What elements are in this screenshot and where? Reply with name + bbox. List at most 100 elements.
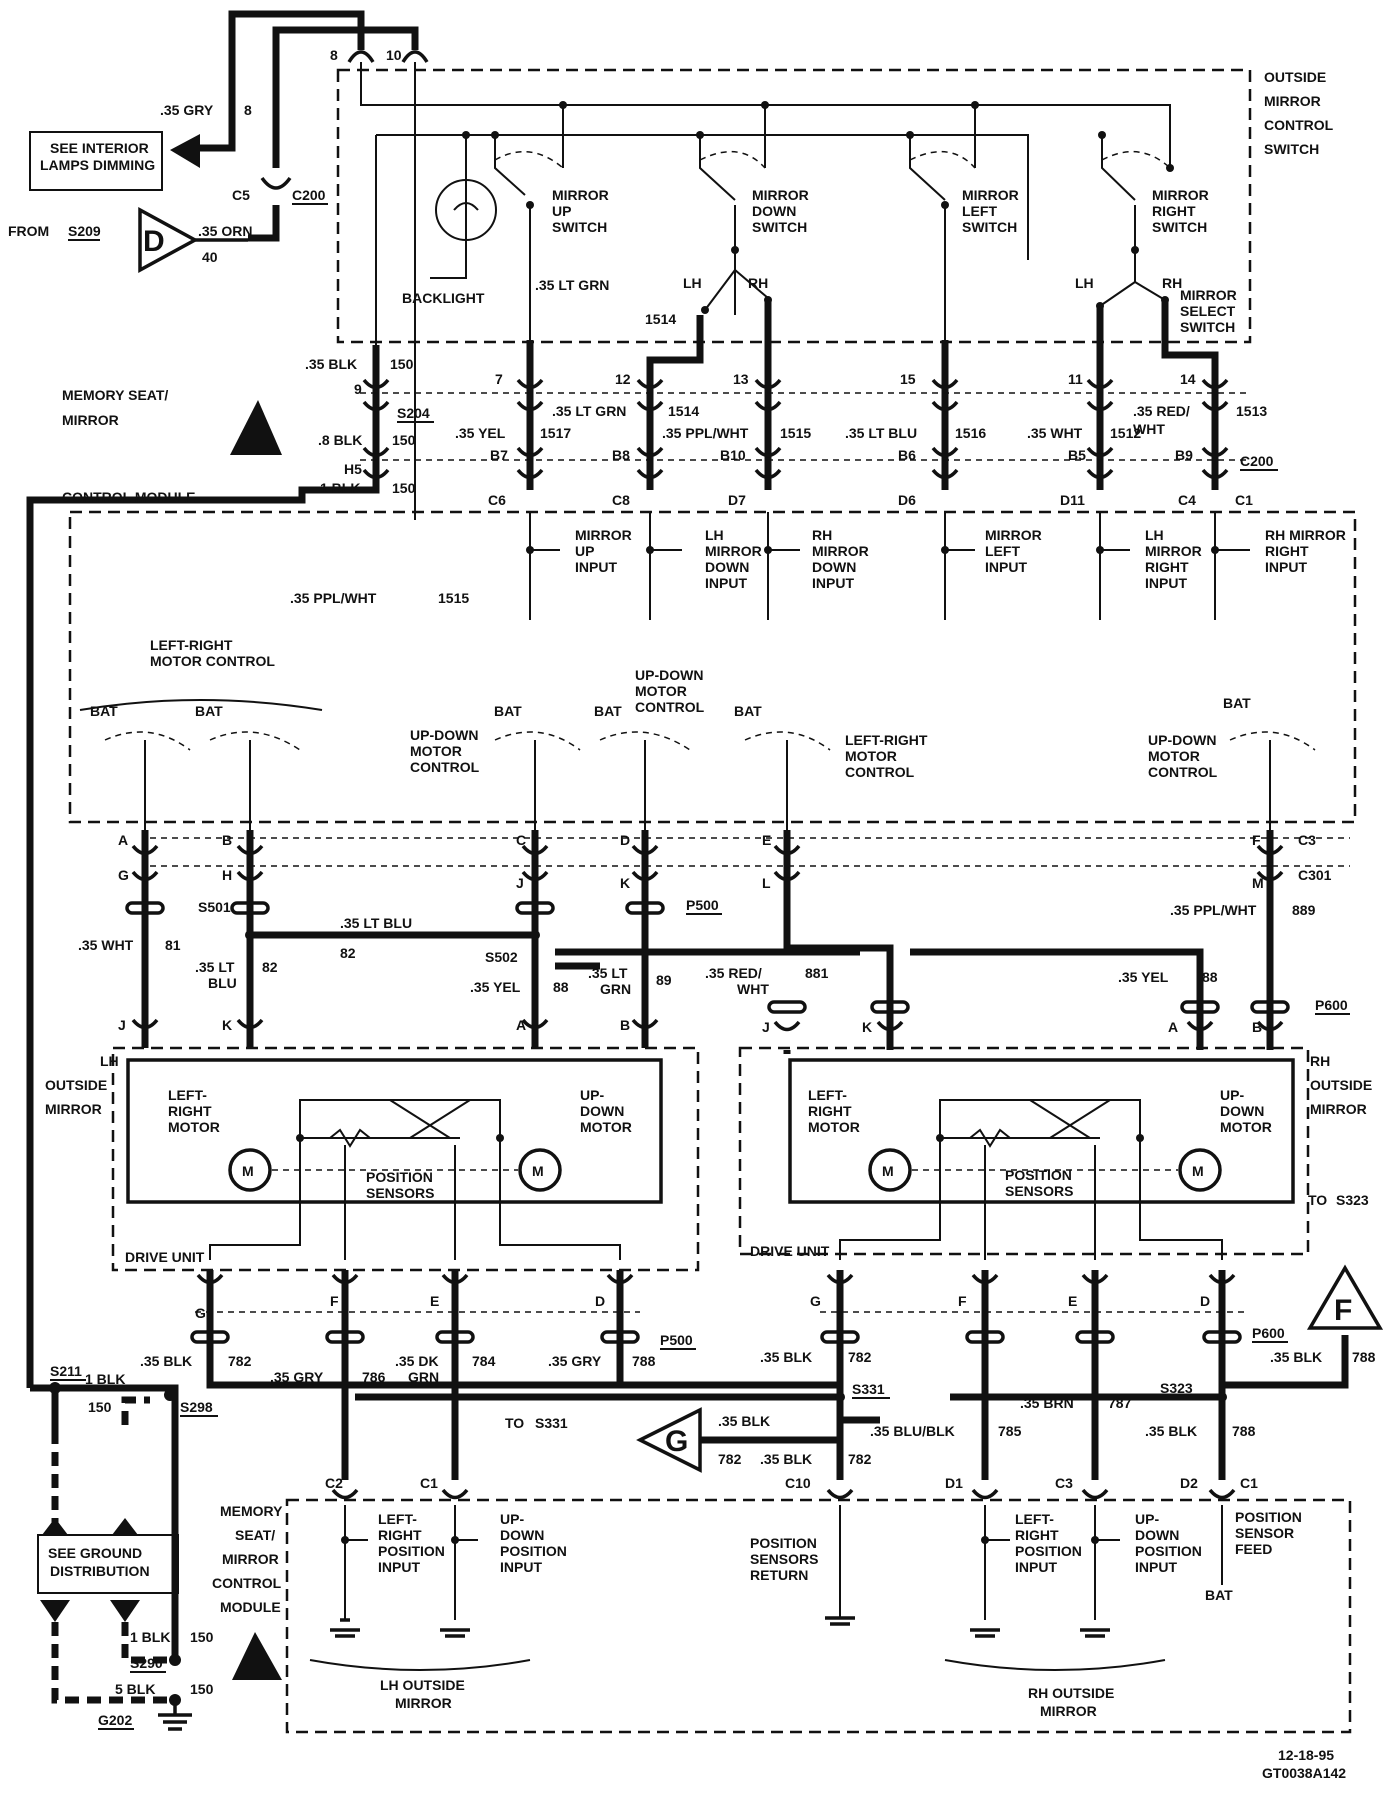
d-connector-triangle (138, 207, 199, 273)
input-rhdown-l1: RH (812, 527, 832, 543)
mid-wires: A B C D E F C3 G H J K L M C301 P500 .35… (78, 830, 1350, 1054)
ground-blk1: 1 BLK (85, 1371, 125, 1387)
mid-pin-g: G (118, 867, 129, 883)
bot-title-l4: CONTROL (212, 1575, 282, 1591)
lh-low-pin-e: E (430, 1293, 439, 1309)
lh-ud-m: M (532, 1163, 544, 1179)
low-to: TO (505, 1415, 524, 1431)
lh-low-pin-d: D (595, 1293, 605, 1309)
c5-label: C5 (232, 187, 250, 203)
low-788c: 788 (1232, 1423, 1256, 1439)
backlight-lamp (435, 179, 497, 241)
redwht-l2: WHT (1133, 421, 1165, 437)
down-switch-l1: MIRROR (752, 187, 809, 203)
lh-sensors-l1: POSITION (366, 1169, 433, 1185)
bot-rh-lr-l1: LEFT- (1015, 1511, 1054, 1527)
mid-yel: .35 YEL (470, 979, 521, 995)
lh-lr-motor-l3: MOTOR (168, 1119, 220, 1135)
mid-889: 889 (1292, 902, 1316, 918)
select-switch-l2: SELECT (1180, 303, 1236, 319)
redwht-l1: .35 RED/ (1133, 403, 1190, 419)
lr-control-b-l1: LEFT-RIGHT (845, 732, 928, 748)
lower-connectors (190, 1273, 1242, 1500)
low-786: 786 (362, 1369, 386, 1385)
bot-title-l1: MEMORY (220, 1503, 283, 1519)
c4: C4 (1178, 492, 1196, 508)
pin12: 12 (615, 371, 631, 387)
c40-label: 40 (202, 249, 218, 265)
low-gry: .35 GRY (270, 1369, 324, 1385)
switch-title-l4: SWITCH (1264, 141, 1319, 157)
c6: C6 (488, 492, 506, 508)
input-up-l3: INPUT (575, 559, 617, 575)
lh-pin-j: J (118, 1017, 126, 1033)
module-c1515: 1515 (438, 590, 469, 606)
lower-wires: G F E D P500 G F E D P600 .35 BLK 782 .3… (140, 1264, 1384, 1500)
b6: B6 (898, 447, 916, 463)
mid-pin-f: F (1252, 832, 1261, 848)
gry-wire-label: .35 GRY (160, 102, 214, 118)
bat-2: BAT (195, 703, 223, 719)
input-lhdown-l3: DOWN (705, 559, 749, 575)
low-blubk: .35 BLU/BLK (870, 1423, 955, 1439)
mid-81: 81 (165, 937, 181, 953)
g-connector-label: G (665, 1425, 688, 1458)
ud-control-a-l3: CONTROL (410, 759, 480, 775)
c1-label: C1 (1235, 492, 1253, 508)
bot-rh-lr-l3: POSITION (1015, 1543, 1082, 1559)
low-782c: 782 (718, 1451, 742, 1467)
c150b-label: 150 (392, 432, 416, 448)
lr-control-b-l3: CONTROL (845, 764, 915, 780)
ground-g202: G202 (98, 1712, 132, 1728)
lr-control-l1b: MOTOR CONTROL (150, 653, 275, 669)
lh-lr-m: M (242, 1163, 254, 1179)
bot-rh-ud-l2: DOWN (1135, 1527, 1179, 1543)
ud-control-a-l1: UP-DOWN (410, 727, 478, 743)
rh-sensors-l2: SENSORS (1005, 1183, 1073, 1199)
backlight-label: BACKLIGHT (402, 290, 485, 306)
orn-wire-label: .35 ORN (198, 223, 252, 239)
bot-return-l2: SENSORS (750, 1551, 818, 1567)
low-dkgrn-l2: GRN (408, 1369, 439, 1385)
input-left-l3: INPUT (985, 559, 1027, 575)
pin8-label: 8 (244, 102, 252, 118)
bot-lh-ud-l2: DOWN (500, 1527, 544, 1543)
down-switch-l3: SWITCH (752, 219, 807, 235)
bot-lh-lr-l1: LEFT- (378, 1511, 417, 1527)
lh-title-l2: OUTSIDE (45, 1077, 107, 1093)
rh-low-pin-f: F (958, 1293, 967, 1309)
rh-pin-k: K (862, 1019, 872, 1035)
lh-pin-k: K (222, 1017, 232, 1033)
lh-ud-motor-icon (518, 1148, 562, 1192)
low-788: 788 (632, 1353, 656, 1369)
ltblu-label: .35 LT BLU (845, 425, 917, 441)
mid-881: 881 (805, 965, 829, 981)
mid-pin-k: K (620, 875, 630, 891)
module-lower-border (285, 1498, 1352, 1734)
rh-drive-unit: DRIVE UNIT (750, 1243, 830, 1259)
mid-ltblu: .35 LT BLU (340, 915, 412, 931)
lr-control-b-l2: MOTOR (845, 748, 897, 764)
bat-5: BAT (734, 703, 762, 719)
bot-c1: C1 (1240, 1475, 1258, 1491)
bat-3: BAT (494, 703, 522, 719)
ud-control-b-l2: MOTOR (635, 683, 687, 699)
rh-lr-motor-icon (868, 1148, 912, 1192)
low-blk3: .35 BLK (1270, 1349, 1322, 1365)
lh-ud-motor-l1: UP- (580, 1087, 604, 1103)
mid-82: 82 (340, 945, 356, 961)
bot-rh-lr-l2: RIGHT (1015, 1527, 1059, 1543)
mid-s501: S501 (198, 899, 231, 915)
b9: B9 (1175, 447, 1193, 463)
lh-mirror-border (111, 1046, 700, 1272)
ground-blk5: 5 BLK (115, 1681, 155, 1697)
ground-s290: S290 (130, 1655, 163, 1671)
bot-lh-ud-l3: POSITION (500, 1543, 567, 1559)
input-rhdown-l4: INPUT (812, 575, 854, 591)
rh-title-l1: RH (1310, 1053, 1330, 1069)
bot-return-l1: POSITION (750, 1535, 817, 1551)
lh-lr-motor-l1: LEFT- (168, 1087, 207, 1103)
lh-title-l1: LH (100, 1053, 119, 1069)
ground-c150b: 150 (190, 1629, 214, 1645)
low-782b: 782 (848, 1349, 872, 1365)
